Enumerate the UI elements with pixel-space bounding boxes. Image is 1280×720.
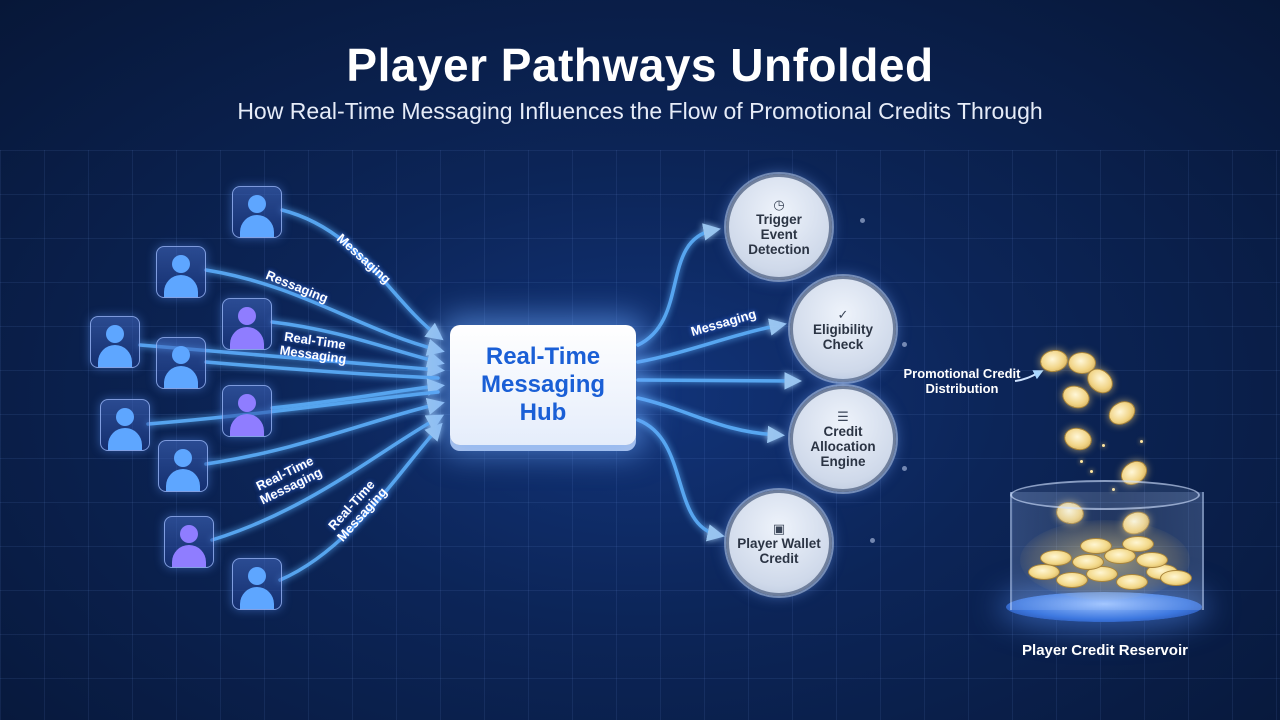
flow-line-player-6 <box>270 378 445 410</box>
dot-marker <box>860 218 865 223</box>
wallet-icon: ▣ <box>772 520 786 536</box>
player-avatar <box>156 337 206 389</box>
stage-label: Trigger Event Detection <box>748 212 810 257</box>
flow-line-out-wallet <box>636 418 725 542</box>
coin-icon <box>1122 536 1154 552</box>
flow-line-out-allocation <box>636 396 785 444</box>
user-icon <box>172 346 190 364</box>
coin-icon <box>1136 552 1168 568</box>
user-icon <box>248 567 266 585</box>
dot-marker <box>902 466 907 471</box>
user-icon <box>180 525 198 543</box>
stage-credit-allocation-engine: ☰ Credit Allocation Engine <box>790 386 896 492</box>
stage-label: Credit Allocation Engine <box>810 424 876 469</box>
coin-icon <box>1068 352 1096 374</box>
player-avatar <box>222 298 272 350</box>
dot-marker <box>870 538 875 543</box>
hub-label: Real-Time Messaging Hub <box>480 343 606 426</box>
coin-icon <box>1116 574 1148 590</box>
coin-icon <box>1086 566 1118 582</box>
player-avatar <box>90 316 140 368</box>
stage-trigger-event-detection: ◷ Trigger Event Detection <box>726 174 832 280</box>
dot-marker <box>902 342 907 347</box>
user-icon <box>174 449 192 467</box>
coin-icon <box>1028 564 1060 580</box>
player-avatar <box>100 399 150 451</box>
player-avatar <box>156 246 206 298</box>
distribution-arrow <box>1014 370 1044 382</box>
flow-line-out-trigger <box>636 223 721 347</box>
database-icon: ☰ <box>837 409 849 424</box>
flow-line-player-3 <box>270 320 445 368</box>
reservoir-label: Player Credit Reservoir <box>1022 642 1188 659</box>
user-icon <box>172 255 190 273</box>
player-avatar <box>232 186 282 238</box>
user-icon <box>106 325 124 343</box>
flow-line-player-9 <box>210 414 445 542</box>
coin-icon <box>1072 554 1104 570</box>
stage-player-wallet-credit: ▣ Player Wallet Credit <box>726 490 832 596</box>
coin-icon <box>1080 538 1112 554</box>
coin-icon <box>1160 570 1192 586</box>
user-icon <box>248 195 266 213</box>
user-icon <box>238 307 256 325</box>
promotional-credit-distribution-label: Promotional Credit Distribution <box>903 366 1021 396</box>
player-avatar <box>164 516 214 568</box>
flow-line-player-10 <box>278 422 443 582</box>
user-icon <box>116 408 134 426</box>
coin-icon <box>1056 572 1088 588</box>
coin-icon <box>1040 550 1072 566</box>
clock-icon: ◷ <box>773 197 785 212</box>
flow-line-player-1 <box>280 208 444 341</box>
flow-line-player-7 <box>146 390 440 426</box>
check-circle-icon: ✓ <box>837 306 849 322</box>
flow-line-player-5 <box>204 360 440 380</box>
coin-icon <box>1104 548 1136 564</box>
flow-line-out-center <box>636 372 802 390</box>
page-title: Player Pathways Unfolded <box>346 39 934 91</box>
player-avatar <box>158 440 208 492</box>
flow-line-player-2 <box>204 268 445 356</box>
player-credit-reservoir <box>1006 480 1204 630</box>
player-avatar <box>222 385 272 437</box>
stage-eligibility-check: ✓ Eligibility Check <box>790 276 896 382</box>
stage-label: Player Wallet Credit <box>737 535 821 566</box>
flow-line-out-eligibility <box>636 318 787 364</box>
stage-label: Eligibility Check <box>812 321 873 352</box>
messaging-hub: Real-Time Messaging Hub <box>450 325 636 445</box>
flow-line-player-8 <box>204 397 445 466</box>
user-icon <box>238 394 256 412</box>
player-avatar <box>232 558 282 610</box>
page-subtitle: How Real-Time Messaging Influences the F… <box>237 98 1043 124</box>
